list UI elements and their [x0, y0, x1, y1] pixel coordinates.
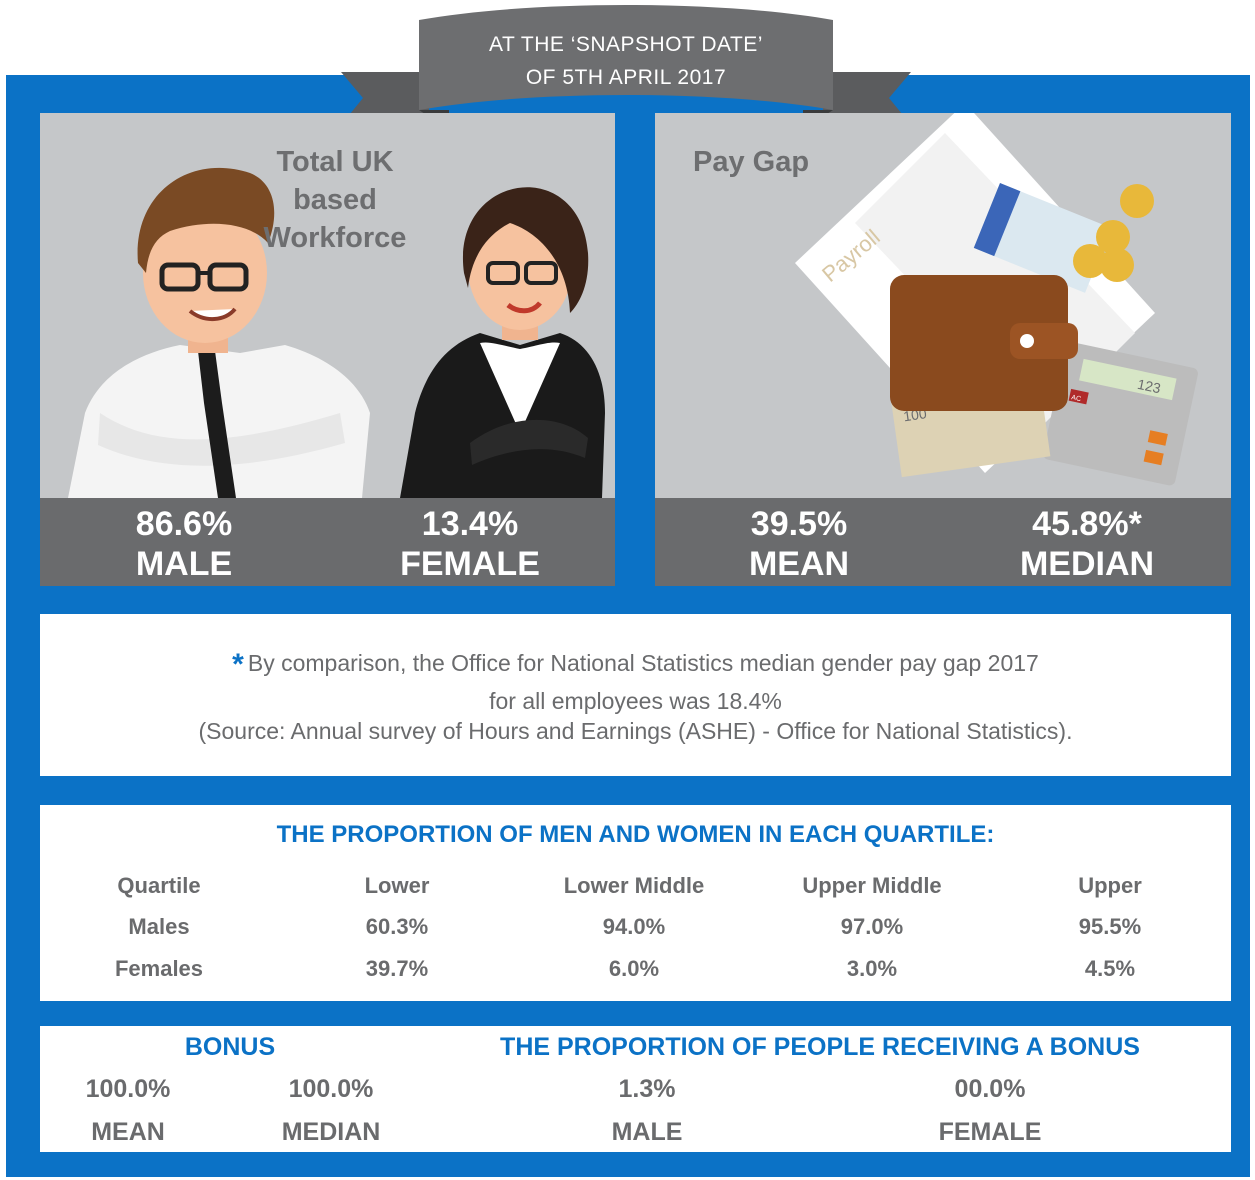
bonus-male-value: 1.3%	[618, 1075, 676, 1103]
table-row: Males 60.3% 94.0% 97.0% 95.5%	[40, 906, 1231, 948]
females-upper: 4.5%	[1084, 956, 1136, 981]
note-line-1: *By comparison, the Office for National …	[40, 644, 1231, 684]
calculator-display: 123	[1136, 376, 1162, 397]
quartile-table: THE PROPORTION OF MEN AND WOMEN IN EACH …	[40, 805, 1231, 1001]
table-row: Females 39.7% 6.0% 3.0% 4.5%	[40, 948, 1231, 990]
workforce-heading-line-2: based	[293, 184, 377, 216]
male-stat: 86.6% MALE	[64, 504, 304, 584]
workforce-heading-line-3: Workforce	[263, 222, 407, 254]
bonus-mean-label: MEAN	[91, 1118, 165, 1146]
header-lower-middle: Lower Middle	[563, 873, 705, 898]
male-percentage: 86.6%	[135, 505, 233, 543]
snapshot-line-1: AT THE ‘SNAPSHOT DATE’	[489, 33, 763, 56]
bonus-male-label: MALE	[611, 1118, 683, 1146]
males-upper: 95.5%	[1078, 914, 1142, 939]
males-lower: 60.3%	[365, 914, 429, 939]
header-upper: Upper	[1078, 873, 1142, 898]
quartile-title: THE PROPORTION OF MEN AND WOMEN IN EACH …	[276, 821, 995, 848]
asterisk-icon: *	[232, 648, 244, 681]
money-illustration: Payroll 123 AC 100	[795, 113, 1198, 486]
bonus-female-value: 00.0%	[954, 1075, 1026, 1103]
header-upper-middle: Upper Middle	[802, 873, 942, 898]
median-stat: 45.8%* MEDIAN	[967, 504, 1207, 584]
workforce-heading: Total UK based Workforce	[250, 143, 420, 257]
pay-gap-stat-bar: 39.5% MEAN 45.8%* MEDIAN	[655, 498, 1231, 586]
pay-gap-heading: Pay Gap	[693, 146, 810, 178]
bonus-median-value: 100.0%	[288, 1075, 374, 1103]
male-label: MALE	[135, 545, 233, 583]
median-percentage: 45.8%*	[1032, 505, 1142, 543]
snapshot-ribbon	[341, 5, 911, 130]
mean-percentage: 39.5%	[750, 505, 848, 543]
header-quartile: Quartile	[117, 873, 201, 898]
workforce-stat-bar: 86.6% MALE 13.4% FEMALE	[40, 498, 615, 586]
mean-label: MEAN	[748, 545, 850, 583]
females-lower: 39.7%	[365, 956, 429, 981]
bonus-heading: BONUS	[184, 1033, 276, 1061]
female-label: FEMALE	[400, 545, 540, 583]
row-label-females: Females	[114, 956, 204, 981]
bonus-median-label: MEDIAN	[281, 1118, 381, 1146]
workforce-panel: Total UK based Workforce 86.6% MALE 13.4…	[40, 113, 615, 586]
header-lower: Lower	[364, 873, 430, 898]
comparison-note: *By comparison, the Office for National …	[40, 614, 1231, 776]
row-label-males: Males	[128, 914, 190, 939]
quartile-header-row: Quartile Lower Lower Middle Upper Middle…	[40, 865, 1231, 907]
bonus-section: BONUS THE PROPORTION OF PEOPLE RECEIVING…	[40, 1026, 1231, 1152]
females-upper-middle: 3.0%	[846, 956, 898, 981]
females-lower-middle: 6.0%	[608, 956, 660, 981]
female-stat: 13.4% FEMALE	[350, 504, 590, 584]
males-lower-middle: 94.0%	[602, 914, 666, 939]
workforce-heading-line-1: Total UK	[276, 146, 394, 178]
bonus-female-label: FEMALE	[938, 1118, 1042, 1146]
males-upper-middle: 97.0%	[840, 914, 904, 939]
note-text-1: By comparison, the Office for National S…	[247, 650, 1039, 676]
female-percentage: 13.4%	[421, 505, 519, 543]
snapshot-date-text: AT THE ‘SNAPSHOT DATE’ OF 5TH APRIL 2017	[420, 28, 832, 94]
note-line-2: for all employees was 18.4%	[489, 688, 782, 714]
note-line-3: (Source: Annual survey of Hours and Earn…	[198, 718, 1073, 744]
bonus-proportion-heading: THE PROPORTION OF PEOPLE RECEIVING A BON…	[500, 1033, 1140, 1061]
man-and-woman-illustration	[68, 167, 605, 498]
bonus-mean-value: 100.0%	[85, 1075, 171, 1103]
median-label: MEDIAN	[1019, 545, 1155, 583]
mean-stat: 39.5% MEAN	[679, 504, 919, 584]
pay-gap-panel: Payroll 123 AC 100 Pay Gap 39.5%	[655, 113, 1231, 586]
calculator-ac-key: AC	[1071, 394, 1082, 403]
snapshot-line-2: OF 5TH APRIL 2017	[525, 66, 727, 89]
